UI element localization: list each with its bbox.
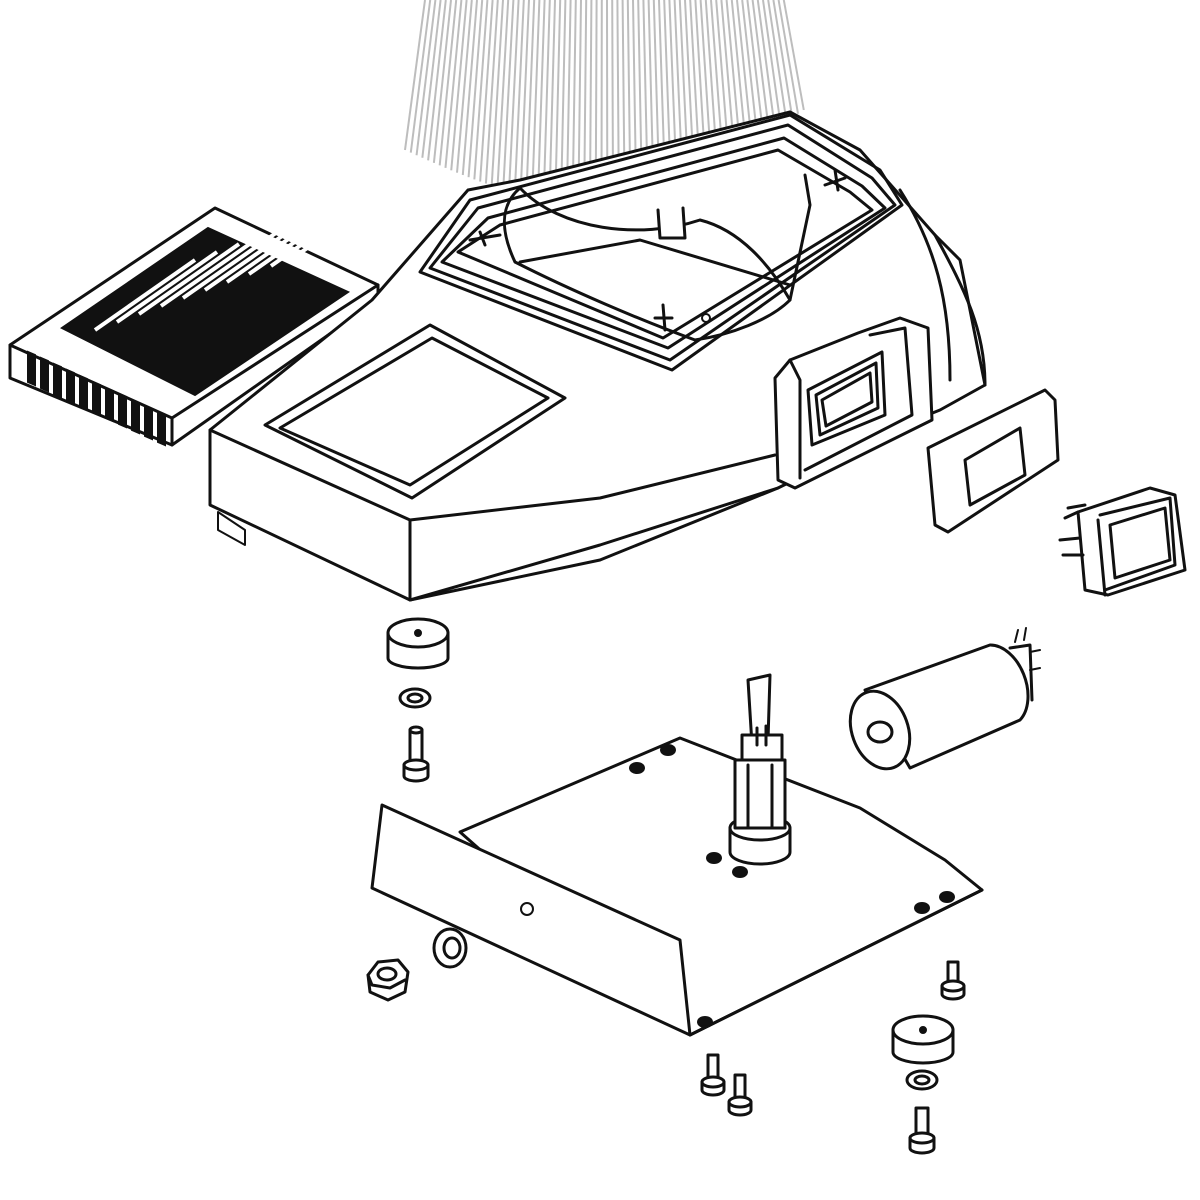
base-plate [370,736,984,1037]
rubber-foot [386,617,450,670]
screw [402,725,430,783]
rubber-foot [891,1014,955,1065]
switch-housing [773,316,934,490]
screw [940,960,966,1001]
grommet [432,927,468,969]
screw [908,1106,936,1155]
housing-pocket [263,323,567,500]
ventilation-grille [8,178,417,447]
motor-shaft-coupling [728,673,792,866]
hex-nut [366,958,410,1002]
washer [905,1069,939,1091]
screw [700,1053,726,1097]
capacitor [848,627,1041,771]
screw [727,1073,753,1117]
switch-bezel [926,388,1060,534]
rocker-switch [1058,486,1187,597]
washer [398,687,432,709]
